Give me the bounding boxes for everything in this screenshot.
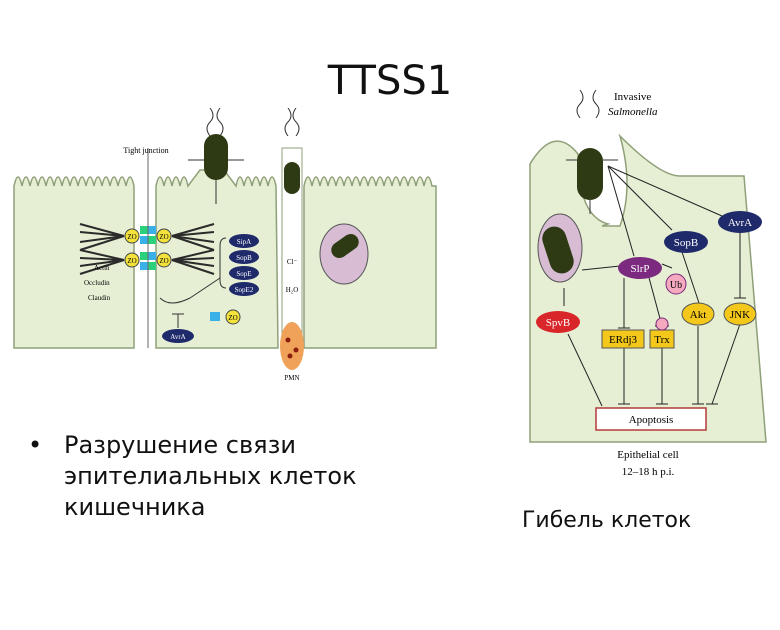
h2o-label: H₂O <box>286 286 299 294</box>
tight-junction-label: Tight junction <box>123 146 168 155</box>
svg-text:AvrA: AvrA <box>728 217 752 229</box>
svg-text:SopB: SopB <box>674 237 698 249</box>
svg-text:SopB: SopB <box>236 254 252 262</box>
svg-text:JNK: JNK <box>730 309 750 321</box>
tight-junction-diagram: ZO ZO ZO ZO ZO Tight junction Actin Occl… <box>0 108 450 388</box>
node-sopb: SopB <box>664 231 708 253</box>
epithelial-cell-label: Epithelial cell <box>617 449 678 461</box>
occludin-label: Occludin <box>84 279 110 287</box>
svg-text:ZO: ZO <box>228 314 237 322</box>
bullet-text: Разрушение связи эпителиальных клеток ки… <box>64 431 357 521</box>
pathway-arrows <box>563 165 746 407</box>
svg-text:AvrA: AvrA <box>170 333 185 341</box>
svg-text:SlrP: SlrP <box>631 263 650 275</box>
svg-text:SopE2: SopE2 <box>235 286 254 294</box>
node-akt: Akt <box>681 302 715 326</box>
salmonella-bacterium-top <box>188 108 244 204</box>
node-trx: Trx <box>649 317 675 349</box>
svg-text:ZO: ZO <box>159 233 168 241</box>
svg-text:SopE: SopE <box>236 270 251 278</box>
node-slrp: SlrP <box>618 257 662 279</box>
actin-fibers-left <box>79 223 125 275</box>
svg-text:ZO: ZO <box>127 233 136 241</box>
svg-text:Ub: Ub <box>670 280 682 291</box>
node-erdj3: ERdj3 <box>601 329 645 349</box>
junction-proteins <box>140 148 156 348</box>
node-apoptosis: Apoptosis <box>595 407 707 431</box>
svg-text:SipA: SipA <box>237 238 251 246</box>
right-caption: Гибель клеток <box>522 508 692 533</box>
svg-text:Trx: Trx <box>654 334 670 346</box>
apoptosis-pathway-diagram: Invasive Salmonella AvrA SopB SlrP <box>522 78 774 488</box>
epithelial-cell-left <box>13 176 135 349</box>
bullet-point: • Разрушение связи эпителиальных клеток … <box>28 430 388 523</box>
time-label: 12–18 h p.i. <box>622 466 675 478</box>
paracellular-channel: Cl⁻ H₂O PMN <box>280 108 304 382</box>
claudin-label: Claudin <box>88 294 111 302</box>
bullet-dot-icon: • <box>28 431 43 459</box>
effector-list: SipA SopB SopE SopE2 AvrA <box>159 234 259 343</box>
cl-label: Cl⁻ <box>287 258 298 266</box>
actin-fibers-right <box>171 223 215 275</box>
pmn-label: PMN <box>284 374 299 382</box>
node-jnk: JNK <box>723 302 757 326</box>
svg-text:ZO: ZO <box>127 257 136 265</box>
svg-text:Apoptosis: Apoptosis <box>629 414 674 426</box>
epithelial-cell-right <box>303 176 437 349</box>
svg-text:ZO: ZO <box>159 257 168 265</box>
node-ub: Ub <box>665 273 687 295</box>
invasive-label: Invasive <box>614 91 651 103</box>
slide-title: TTSS1 <box>327 58 453 104</box>
node-spvb: SpvB <box>536 311 580 333</box>
svg-text:SpvB: SpvB <box>546 317 570 329</box>
salmonella-label: Salmonella <box>608 106 658 118</box>
node-avra: AvrA <box>718 211 762 233</box>
salmonella-containing-vacuole <box>319 223 369 285</box>
vacuole <box>537 213 583 283</box>
svg-text:ERdj3: ERdj3 <box>609 334 638 346</box>
invasive-salmonella <box>566 89 618 214</box>
actin-label: Actin <box>94 264 110 272</box>
epithelial-cell-middle <box>155 169 279 349</box>
svg-text:Akt: Akt <box>690 309 707 321</box>
zo-proteins: ZO ZO ZO ZO ZO <box>124 228 241 325</box>
